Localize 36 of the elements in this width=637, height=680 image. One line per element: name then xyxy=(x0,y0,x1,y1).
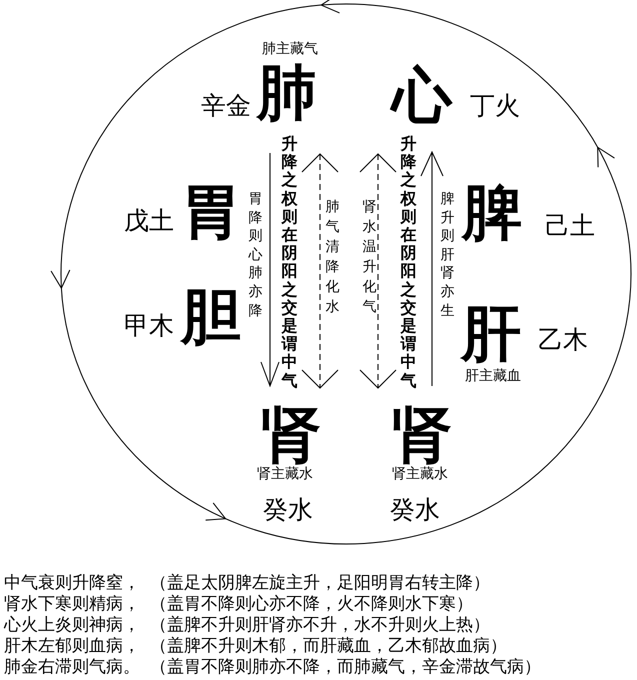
organ-character: 胆 xyxy=(181,287,241,347)
vertical-note: 肺气清降化水 xyxy=(325,198,340,317)
explanation-text: （盖足太阴脾左旋主升，足阳明胃右转主降） xyxy=(150,575,490,592)
vertical-note: 升降之权则在阴阳之交是谓中气 xyxy=(400,135,417,390)
vertical-note: 胃降则心肺亦降 xyxy=(248,190,263,320)
stem-label: 戊土 xyxy=(124,208,174,233)
organ-caption: 肾主藏水 xyxy=(257,467,313,481)
condition-text: 肾水下寒则精病， xyxy=(4,596,140,613)
explanation-text: （盖胃不降则心亦不降，火不降则水下寒） xyxy=(150,596,473,613)
stem-label: 丁火 xyxy=(470,93,520,118)
organ-character: 肾 xyxy=(392,405,452,465)
organ-caption: 肝主藏血 xyxy=(465,369,521,383)
vertical-note: 脾升则肝肾亦生 xyxy=(440,190,455,320)
stem-label: 甲木 xyxy=(124,313,174,338)
condition-text: 肺金右滞则气病。 xyxy=(4,659,140,676)
organ-character: 胃 xyxy=(181,182,241,242)
explanation-text: （盖脾不升则肝肾亦不升，水不升则火上热） xyxy=(150,617,490,634)
vertical-note: 肾水温升化气 xyxy=(362,198,377,317)
organ-caption: 肺主藏气 xyxy=(262,42,318,56)
condition-text: 肝木左郁则血病， xyxy=(4,638,140,655)
organ-character: 肾 xyxy=(261,405,321,465)
organ-character: 肺 xyxy=(257,63,317,123)
explanation-text: （盖脾不升则木郁，而肝藏血，乙木郁故血病） xyxy=(150,638,507,655)
organ-caption: 肾主藏水 xyxy=(392,467,448,481)
stem-label: 癸水 xyxy=(263,497,313,522)
organ-character: 脾 xyxy=(462,183,522,243)
condition-text: 中气衰则升降窒， xyxy=(4,575,140,592)
stem-label: 辛金 xyxy=(201,93,251,118)
condition-text: 心火上炎则神病， xyxy=(4,617,140,634)
stem-label: 己土 xyxy=(545,213,595,238)
explanation-text: （盖胃不降则肺亦不降，而肺藏气，辛金滞故气病） xyxy=(150,659,541,676)
organ-character: 肝 xyxy=(461,304,521,364)
stem-label: 癸水 xyxy=(390,497,440,522)
vertical-note: 升降之权则在阴阳之交是谓中气 xyxy=(281,135,298,390)
organ-character: 心 xyxy=(392,66,452,126)
stem-label: 乙木 xyxy=(538,327,588,352)
